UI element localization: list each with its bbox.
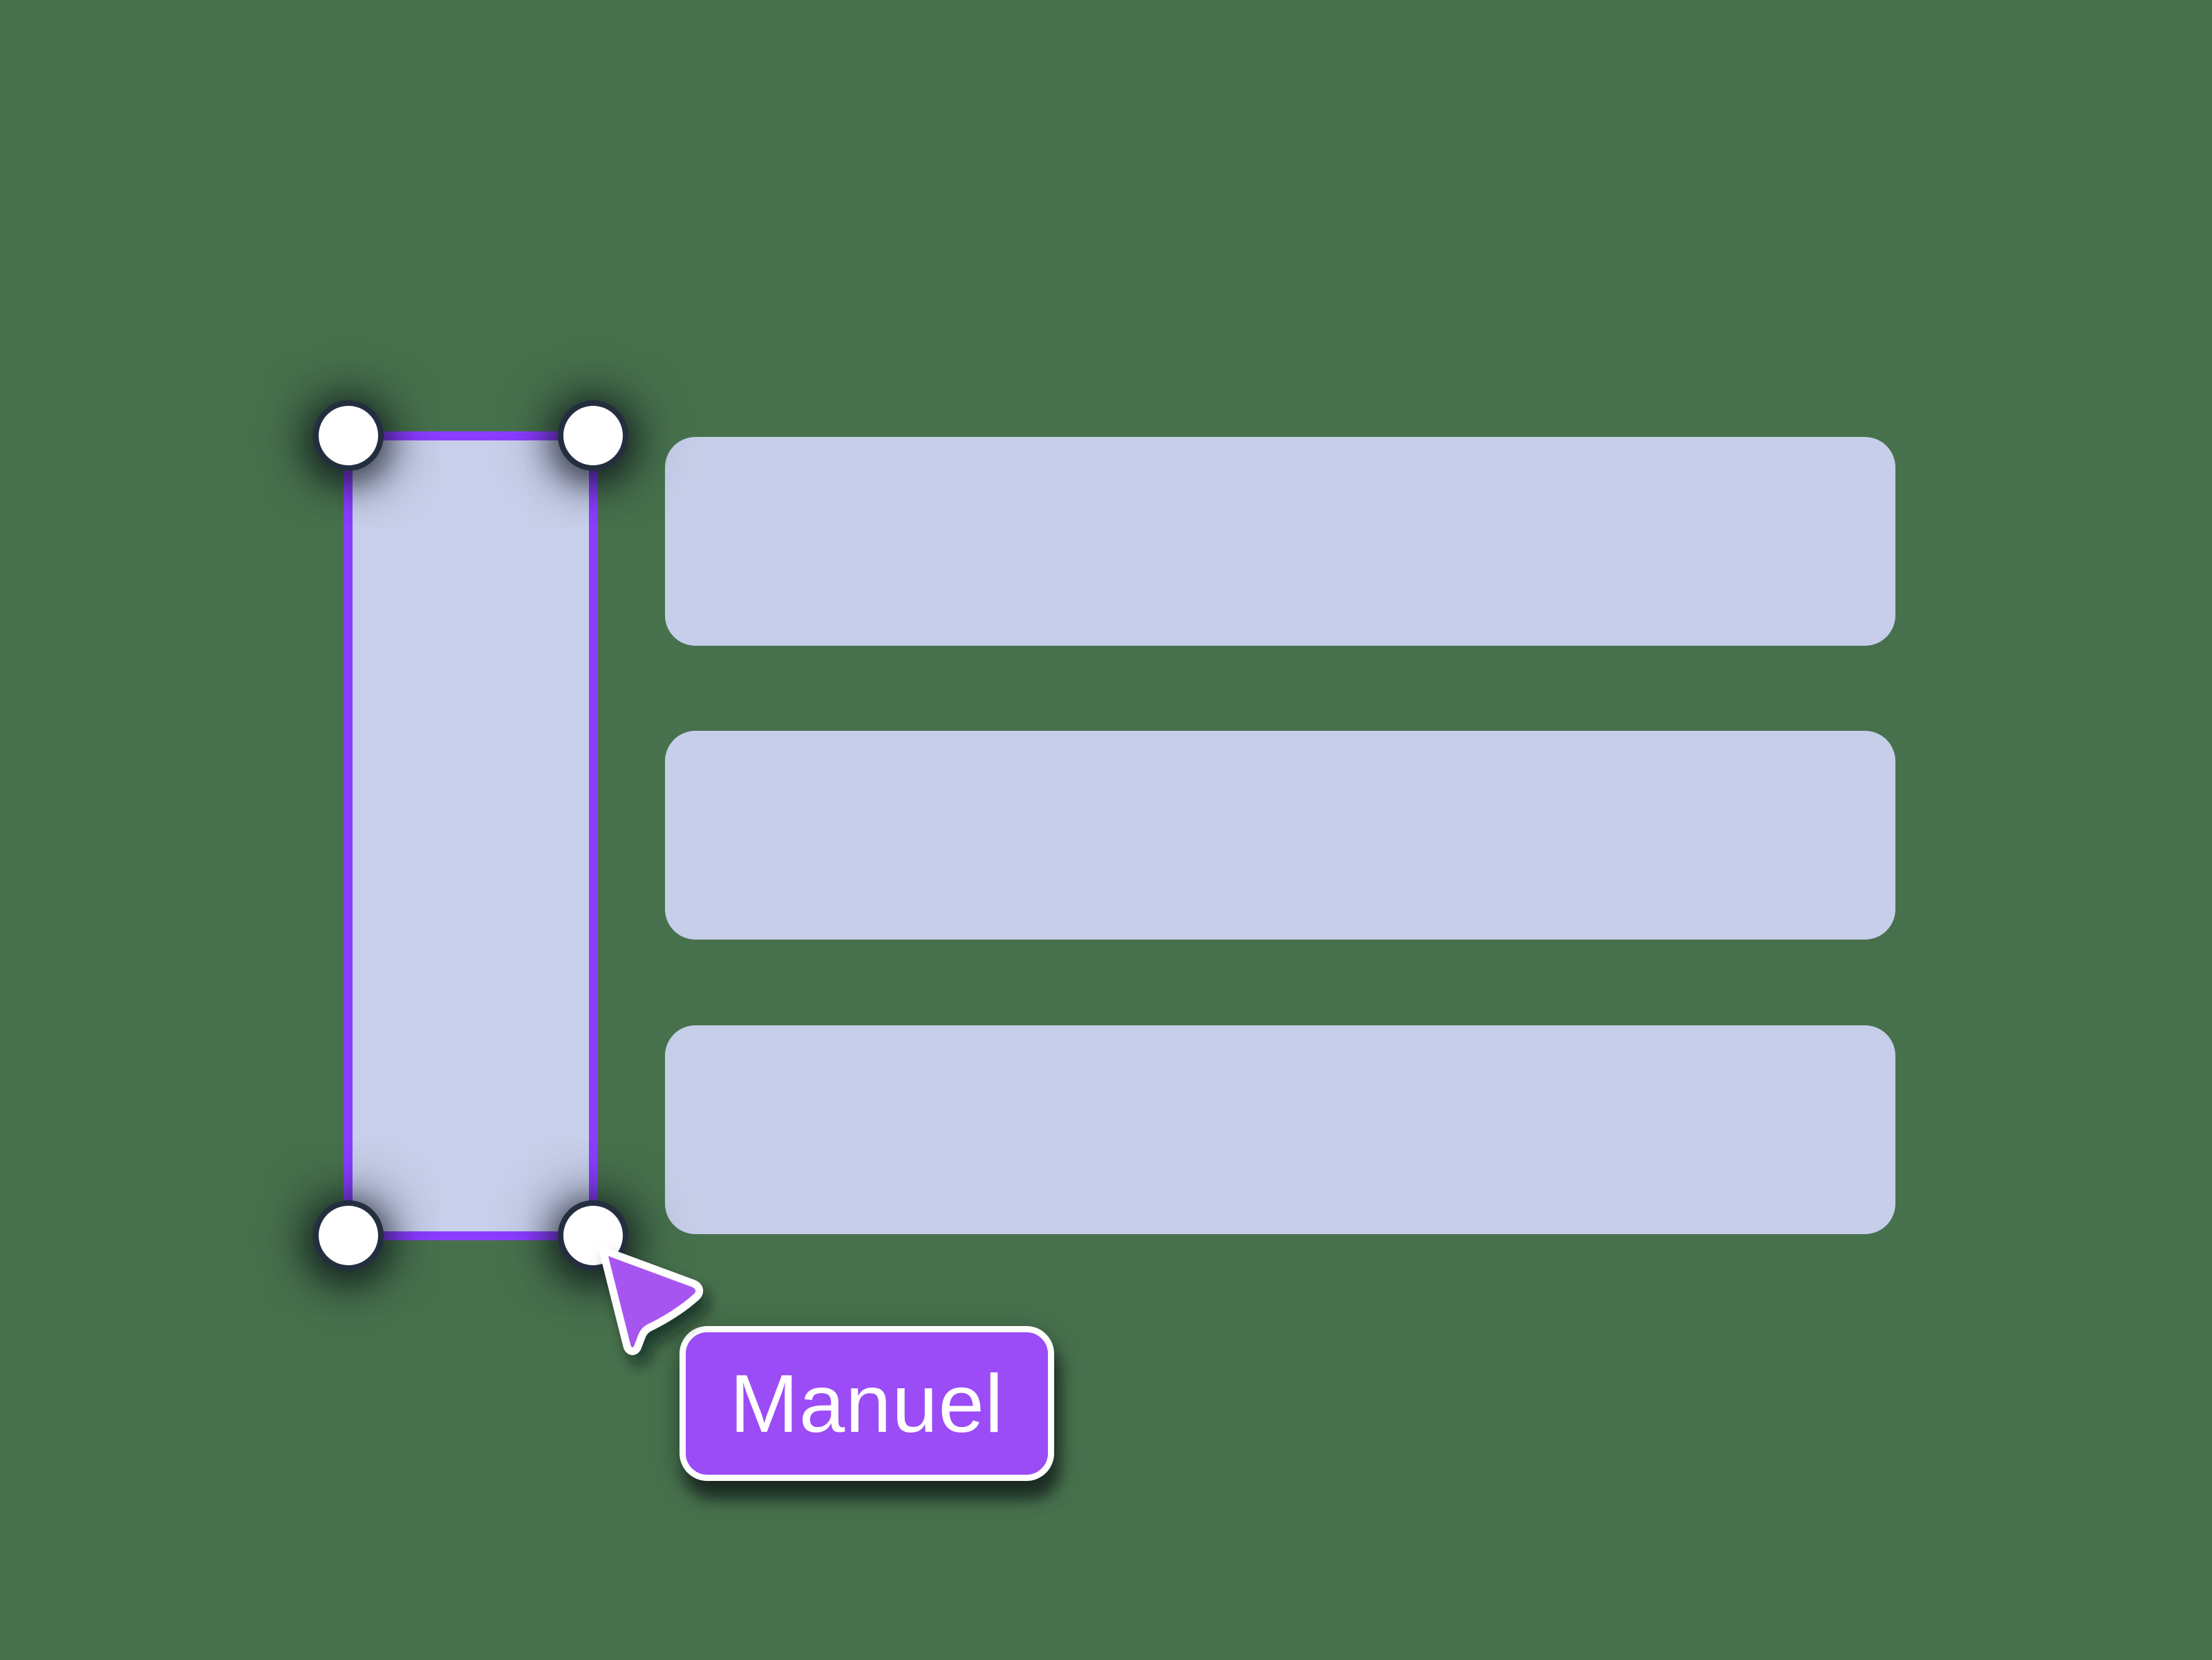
collaborator-cursor-icon — [599, 1246, 704, 1355]
selected-element[interactable] — [344, 431, 598, 1240]
content-block-2[interactable] — [665, 731, 1895, 940]
selection-handle-top-left[interactable] — [319, 406, 378, 465]
collaborator-name: Manuel — [729, 1357, 1004, 1450]
selection-handle-bottom-left[interactable] — [319, 1206, 378, 1265]
collaborator-name-badge: Manuel — [679, 1326, 1054, 1481]
content-block-3[interactable] — [665, 1025, 1895, 1234]
content-block-1[interactable] — [665, 437, 1895, 646]
selection-handle-top-right[interactable] — [563, 406, 623, 465]
